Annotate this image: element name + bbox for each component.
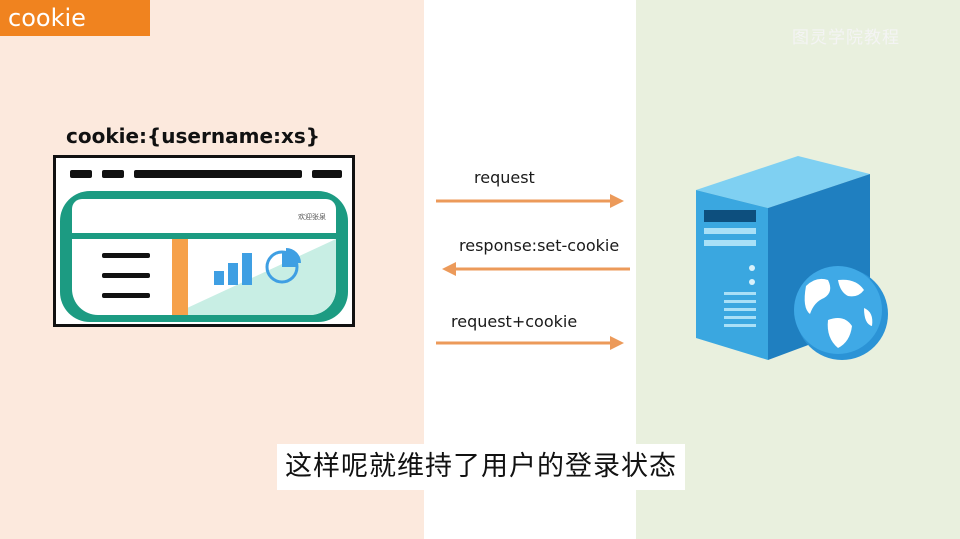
request-label: request — [474, 168, 535, 187]
hamburger-icon-line — [102, 293, 150, 298]
browser-content: 欢迎张泉 — [60, 191, 348, 322]
browser-toolbar-bar — [312, 170, 342, 178]
cookie-label: cookie:{username:xs} — [66, 124, 321, 148]
request-arrow — [436, 194, 624, 208]
response-label: response:set-cookie — [459, 236, 620, 255]
watermark: 图灵学院教程 — [792, 28, 900, 48]
page-header: 欢迎张泉 — [72, 199, 336, 233]
server-icon — [696, 156, 888, 360]
hamburger-icon — [102, 253, 150, 258]
globe-icon — [794, 266, 888, 360]
topic-tag: cookie — [0, 0, 150, 36]
welcome-text: 欢迎张泉 — [298, 213, 326, 221]
sidebar-column — [172, 239, 188, 315]
browser-address-bar — [134, 170, 302, 178]
response-arrow — [442, 262, 630, 276]
browser-window-illustration: 欢迎张泉 — [53, 155, 355, 327]
page-body — [72, 239, 336, 315]
request-cookie-arrow — [436, 336, 624, 350]
bar-chart-icon — [214, 253, 252, 285]
browser-toolbar-bar — [70, 170, 92, 178]
subtitle-caption: 这样呢就维持了用户的登录状态 — [277, 444, 685, 490]
request-cookie-label: request+cookie — [451, 312, 578, 331]
pie-chart-icon — [265, 248, 301, 284]
hamburger-icon-line — [102, 273, 150, 278]
browser-toolbar-bar — [102, 170, 124, 178]
